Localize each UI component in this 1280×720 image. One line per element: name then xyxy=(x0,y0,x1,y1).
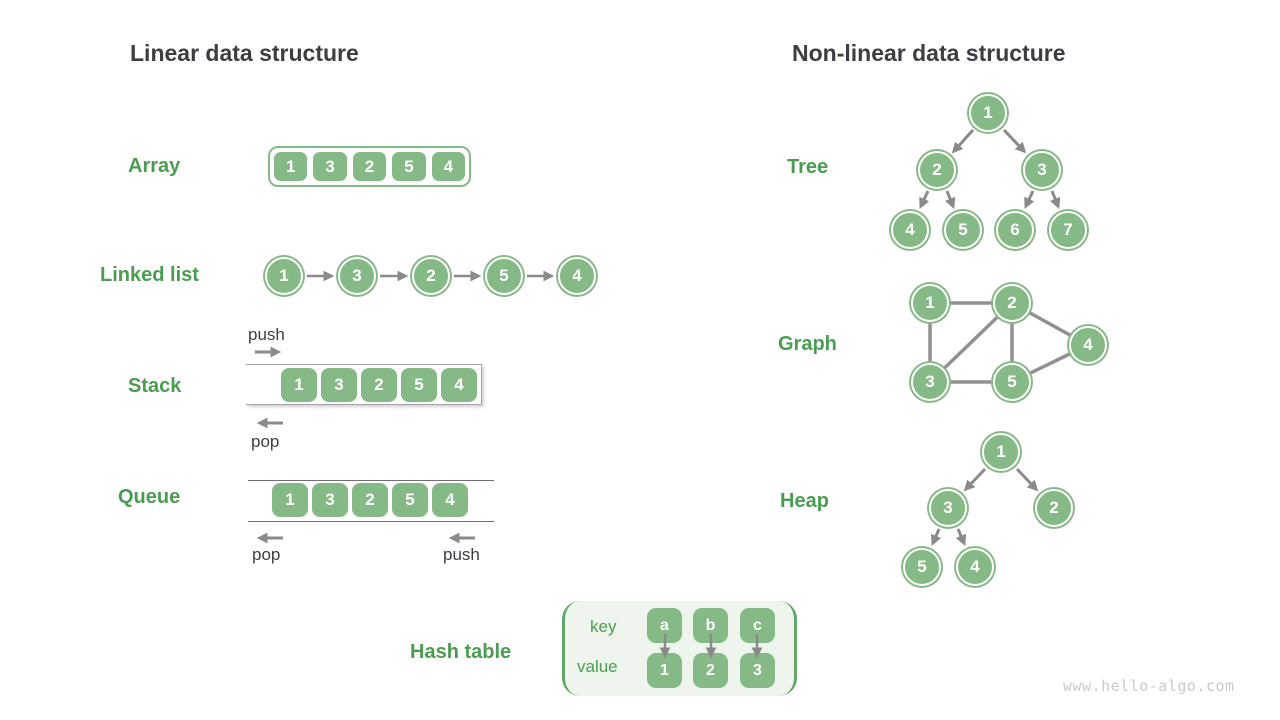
hash-value-cell: 2 xyxy=(693,653,728,688)
stack-container: 1 3 2 5 4 xyxy=(246,364,482,405)
graph-node: 2 xyxy=(993,284,1031,322)
queue-push-label: push xyxy=(443,545,480,564)
array-cell: 5 xyxy=(390,150,428,183)
tree-node: 5 xyxy=(944,211,982,249)
tree-edge-arrow-icon xyxy=(919,190,930,209)
heap-node: 1 xyxy=(982,433,1020,471)
tree-node: 7 xyxy=(1049,211,1087,249)
stack-cell: 1 xyxy=(281,367,317,402)
stack-cell: 4 xyxy=(441,367,477,402)
hash-value-cell: 3 xyxy=(740,653,775,688)
nonlinear-title: Non-linear data structure xyxy=(792,40,1066,66)
heap-edge-arrow-icon xyxy=(955,528,967,547)
linked-list-node: 3 xyxy=(338,257,376,295)
tree-node: 1 xyxy=(969,94,1007,132)
array-cell: 1 xyxy=(272,150,310,183)
tree-node: 3 xyxy=(1023,151,1061,189)
queue-pop-label: pop xyxy=(252,545,281,564)
tree-edge-arrow-icon xyxy=(1002,128,1027,154)
queue-container: 1 3 2 5 4 xyxy=(272,483,468,517)
hash-value-header: value xyxy=(577,657,618,676)
hash-key-cell: c xyxy=(740,608,775,643)
hash-key-cell: a xyxy=(647,608,682,643)
hash-value-cell: 1 xyxy=(647,653,682,688)
hash-key-cell: b xyxy=(693,608,728,643)
array-cell: 2 xyxy=(350,150,389,183)
stack-pop-label: pop xyxy=(251,432,280,451)
linked-list-node: 1 xyxy=(265,257,303,295)
linked-list-label: Linked list xyxy=(100,264,199,286)
watermark: www.hello-algo.com xyxy=(1063,677,1235,695)
array-cell: 3 xyxy=(311,150,349,183)
queue-top-line xyxy=(248,480,494,481)
heap-node: 4 xyxy=(956,548,994,586)
stack-cell: 2 xyxy=(361,367,397,402)
array-container: 1 3 2 5 4 xyxy=(268,146,471,187)
hash-key-header: key xyxy=(590,617,617,636)
graph-label: Graph xyxy=(778,333,837,355)
tree-node: 2 xyxy=(918,151,956,189)
queue-label: Queue xyxy=(118,486,181,508)
queue-cell: 1 xyxy=(272,483,308,517)
array-label: Array xyxy=(128,155,181,177)
queue-bottom-line xyxy=(248,521,494,522)
tree-edge-arrow-icon xyxy=(1050,190,1061,210)
array-cell: 4 xyxy=(429,150,468,183)
tree-node: 4 xyxy=(891,211,929,249)
linked-list-node: 5 xyxy=(485,257,523,295)
graph-node: 4 xyxy=(1069,326,1107,364)
hash-table-label: Hash table xyxy=(410,641,512,663)
linked-list-node: 4 xyxy=(558,257,596,295)
linked-list-node: 2 xyxy=(412,257,450,295)
stack-cell: 3 xyxy=(321,367,357,402)
heap-node: 5 xyxy=(903,548,941,586)
tree-edge-arrow-icon xyxy=(1024,190,1035,209)
graph-node: 1 xyxy=(911,284,949,322)
stack-push-label: push xyxy=(248,325,285,344)
heap-edge-arrow-icon xyxy=(963,467,987,492)
queue-cell: 2 xyxy=(352,483,388,517)
queue-cell: 4 xyxy=(432,483,468,517)
heap-label: Heap xyxy=(780,490,829,512)
heap-node: 2 xyxy=(1035,489,1073,527)
heap-edge-arrow-icon xyxy=(1015,467,1039,492)
tree-node: 6 xyxy=(996,211,1034,249)
heap-edge-arrow-icon xyxy=(930,528,942,547)
queue-cell: 3 xyxy=(312,483,348,517)
tree-label: Tree xyxy=(787,156,829,178)
stack-cell: 5 xyxy=(401,367,437,402)
queue-cell: 5 xyxy=(392,483,428,517)
tree-edge-arrow-icon xyxy=(951,128,975,154)
graph-node: 3 xyxy=(911,363,949,401)
graph-node: 5 xyxy=(993,363,1031,401)
tree-edge-arrow-icon xyxy=(945,190,956,210)
linear-title: Linear data structure xyxy=(130,40,359,66)
heap-node: 3 xyxy=(929,489,967,527)
stack-label: Stack xyxy=(128,375,182,397)
